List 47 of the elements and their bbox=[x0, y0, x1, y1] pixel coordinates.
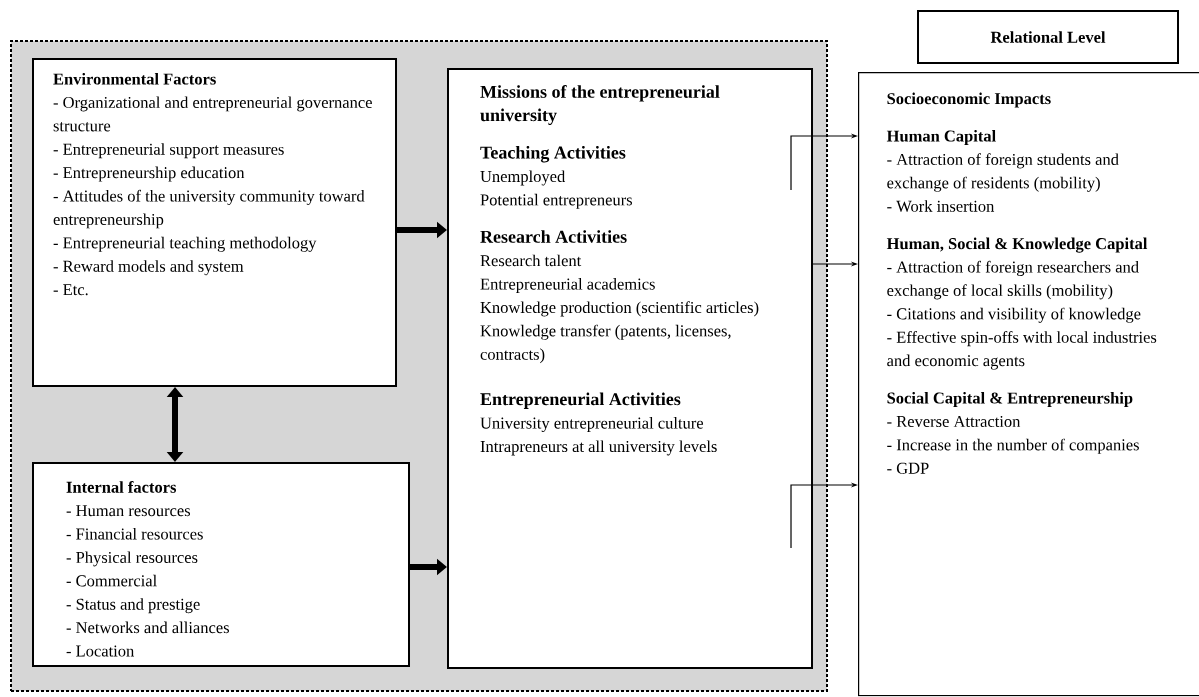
list-item: - Attitudes of the university community toward entrepreneurship bbox=[53, 189, 365, 229]
list-item: - Etc. bbox=[53, 284, 88, 296]
list-item: University entrepreneurial culture bbox=[480, 417, 704, 433]
heading: Teaching Activities bbox=[480, 146, 626, 163]
list-item: - GDP bbox=[887, 462, 929, 474]
list-item: Intrapreneurs at all university levels bbox=[480, 440, 717, 456]
list-item: - Human resources bbox=[66, 505, 191, 517]
list-item: - Attraction of foreign researchers and exchange of local skills (mobility) bbox=[887, 260, 1139, 300]
mission-box bbox=[447, 68, 813, 669]
heading: Socioeconomic Impacts bbox=[887, 92, 1051, 108]
heading: Social Capital & Entrepreneurship bbox=[887, 392, 1133, 407]
list-item: - Networks and alliances bbox=[66, 621, 229, 634]
list-item: - Entrepreneurship education bbox=[53, 166, 245, 182]
list-item: Potential entrepreneurs bbox=[480, 193, 632, 209]
list-item: - Location bbox=[66, 645, 135, 657]
heading: Missions of the entrepreneurial university bbox=[480, 85, 720, 125]
factor-box bbox=[32, 58, 397, 387]
list-item: Entrepreneurial academics bbox=[480, 278, 655, 293]
list-item: - Commercial bbox=[66, 574, 157, 587]
list-item: Knowledge transfer (patents, licenses, contracts) bbox=[480, 324, 731, 364]
list-item: - Entrepreneurial teaching methodology bbox=[53, 236, 317, 252]
heading: Human, Social & Knowledge Capital bbox=[886, 237, 1148, 253]
heading: Environmental Factors bbox=[53, 73, 216, 85]
list-item: - Physical resources bbox=[66, 551, 198, 567]
list-item: - Reverse Attraction bbox=[887, 415, 1021, 427]
arrow bbox=[166, 387, 184, 462]
list-item: - Financial resources bbox=[66, 528, 203, 540]
list-item: - Reward models and system bbox=[53, 260, 244, 276]
list-item: Unemployed bbox=[480, 170, 566, 186]
list-item: Knowledge production (scientific articles) bbox=[480, 301, 759, 317]
list-item: - Work insertion bbox=[887, 200, 995, 212]
heading: Human Capital bbox=[886, 130, 996, 145]
factor-box bbox=[32, 462, 410, 667]
list-item: - Effective spin-offs with local industries and economic agents bbox=[887, 331, 1157, 370]
heading: Entrepreneurial Activities bbox=[480, 392, 681, 409]
list-item: - Entrepreneurial support measures bbox=[53, 143, 284, 159]
heading: Research Activities bbox=[480, 230, 627, 243]
list-item: Research talent bbox=[480, 254, 582, 267]
heading: Internal factors bbox=[66, 481, 177, 493]
list-item: - Attraction of foreign students and exchange of residents (mobility) bbox=[887, 153, 1119, 192]
list-item: - Increase in the number of companies bbox=[887, 438, 1139, 454]
list-item: - Citations and visibility of knowledge bbox=[887, 307, 1141, 323]
list-item: - Organizational and entrepreneurial governance structure bbox=[53, 96, 372, 132]
list-item: - Status and prestige bbox=[66, 598, 200, 614]
impact-box bbox=[858, 72, 1199, 697]
level-box bbox=[917, 10, 1179, 64]
heading: Relational Level bbox=[990, 31, 1106, 43]
